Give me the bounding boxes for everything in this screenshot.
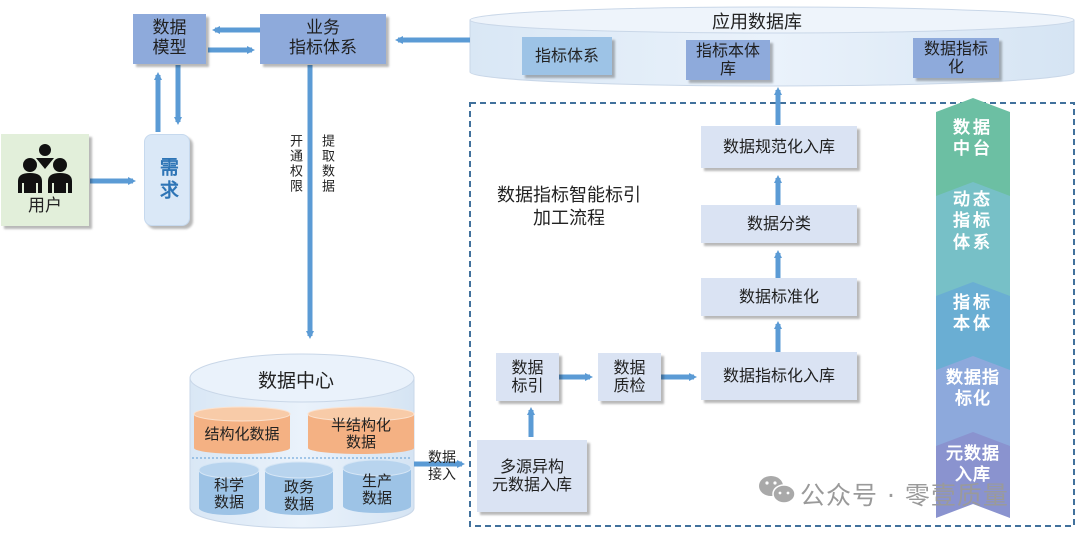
app-db-item-index-system[interactable]: 指标体系: [522, 37, 612, 75]
production-data-cylinder: [342, 459, 412, 513]
business-index-box[interactable]: 业务 指标体系: [260, 14, 386, 64]
watermark-text: 公众号 · 零壹质量: [800, 481, 1009, 510]
data-model-box[interactable]: 数据 模型: [133, 14, 206, 64]
layer-label-metadata-storage: 元数据 入库: [937, 444, 1009, 487]
user-box[interactable]: 用户: [1, 134, 89, 226]
app-db-item-label: 数据指标: [923, 38, 988, 58]
science-data-cylinder: [198, 461, 260, 515]
layer-text-2: 标化: [955, 389, 991, 410]
production-data-text-2: 数据: [361, 489, 392, 507]
wechat-icon: [759, 476, 796, 504]
layer-text-1: 数据: [953, 118, 993, 138]
step-data-indexing[interactable]: 数据 标引: [496, 353, 559, 401]
structured-data-text: 结构化数据: [204, 425, 280, 444]
layer-chevrons: [936, 98, 1010, 518]
step-label: 数据分类: [746, 213, 811, 233]
users-group-icon: [18, 144, 72, 194]
app-db-item-label: 指标本体: [695, 40, 760, 60]
government-data-label: 政务 数据: [265, 476, 333, 516]
business-index-label-1: 业务: [306, 18, 340, 39]
watermark: 公众号 · 零壹质量: [800, 476, 1009, 512]
app-db-item-label: 指标体系: [534, 45, 599, 65]
structured-data-label: 结构化数据: [194, 420, 290, 450]
step-label-1: 数据: [613, 357, 646, 377]
layer-chevron-5: [936, 418, 1010, 518]
layer-text-2: 本体: [953, 314, 993, 335]
step-label-2: 质检: [613, 376, 646, 395]
government-data-text-2: 数据: [283, 495, 314, 513]
semi-structured-data-cylinder: [307, 406, 415, 454]
step-classification[interactable]: 数据分类: [701, 205, 857, 243]
science-data-label: 科学 数据: [199, 474, 259, 514]
extract-data-label: 提取数据: [319, 134, 334, 194]
layer-chevron-3: [936, 268, 1010, 370]
business-index-label-2: 指标体系: [289, 38, 357, 58]
layer-label-index-ontology: 指标 本体: [937, 293, 1009, 336]
step-data-quality-check[interactable]: 数据 质检: [598, 353, 661, 401]
step-multi-source-metadata[interactable]: 多源异构 元数据入库: [477, 440, 587, 512]
data-access-text-2: 接入: [428, 466, 456, 483]
demand-box[interactable]: 需求: [144, 134, 190, 226]
layer-chevron-4: [936, 342, 1010, 446]
step-label: 数据标准化: [738, 286, 819, 306]
step-label: 数据规范化入库: [722, 136, 835, 156]
data-center-title: 数据中心: [258, 370, 335, 392]
app-database-title: 应用数据库: [712, 12, 802, 33]
step-label-1: 数据: [511, 357, 544, 377]
layer-chevron-1: [936, 98, 1010, 196]
step-label: 数据指标化入库: [722, 365, 835, 385]
science-data-text-1: 科学: [213, 475, 244, 494]
layer-text-2: 中台: [953, 139, 993, 160]
user-label: 用户: [28, 196, 62, 217]
step-label-2: 元数据入库: [491, 475, 572, 494]
layer-label-data-middle-platform: 数据 中台: [937, 118, 1009, 161]
demand-label: 需求: [156, 157, 179, 203]
process-frame: [469, 102, 1075, 527]
process-title-line-2: 加工流程: [533, 208, 605, 230]
layer-text-1: 数据指: [946, 368, 1000, 388]
layer-chevron-2: [936, 168, 1010, 296]
app-db-item-data-indexing[interactable]: 数据指标 化: [913, 38, 999, 78]
layer-text-2: 指标: [953, 211, 993, 232]
data-model-label-2: 模型: [152, 38, 187, 58]
layer-text-1: 动态: [953, 190, 993, 210]
layer-label-data-indexing: 数据指 标化: [937, 368, 1009, 411]
app-db-item-ontology-library[interactable]: 指标本体 库: [686, 40, 770, 80]
process-title: 数据指标智能标引 加工流程: [484, 184, 654, 231]
data-model-label-1: 数据: [152, 18, 187, 39]
layer-label-dynamic-index-system: 动态 指标 体系: [937, 190, 1009, 254]
step-label-2: 标引: [511, 376, 544, 395]
step-indexed-storage[interactable]: 数据指标化入库: [701, 352, 857, 400]
layer-text-1: 元数据: [946, 444, 1000, 464]
semi-structured-data-label: 半结构化 数据: [308, 414, 414, 454]
app-db-item-label-2: 化: [947, 57, 964, 76]
semi-structured-text-1: 半结构化: [330, 415, 391, 434]
government-data-cylinder: [264, 461, 334, 515]
semi-structured-text-2: 数据: [345, 433, 376, 451]
app-db-item-label-2: 库: [719, 59, 736, 78]
production-data-label: 生产 数据: [343, 470, 411, 510]
production-data-text-1: 生产: [361, 471, 392, 490]
structured-data-cylinder: [193, 406, 291, 454]
step-label-1: 多源异构: [499, 456, 564, 476]
open-permission-label: 开通权限: [287, 134, 302, 194]
layer-text-1: 指标: [953, 293, 993, 313]
step-standardization[interactable]: 数据标准化: [701, 278, 857, 316]
data-access-label: 数据 接入: [428, 450, 456, 484]
government-data-text-1: 政务: [283, 477, 314, 496]
step-normalized-storage[interactable]: 数据规范化入库: [701, 126, 857, 168]
layer-text-2: 入库: [955, 465, 991, 486]
process-title-line-1: 数据指标智能标引: [497, 185, 641, 206]
layer-text-3: 体系: [953, 232, 993, 253]
science-data-text-2: 数据: [213, 493, 244, 511]
data-access-text-1: 数据: [428, 450, 456, 466]
